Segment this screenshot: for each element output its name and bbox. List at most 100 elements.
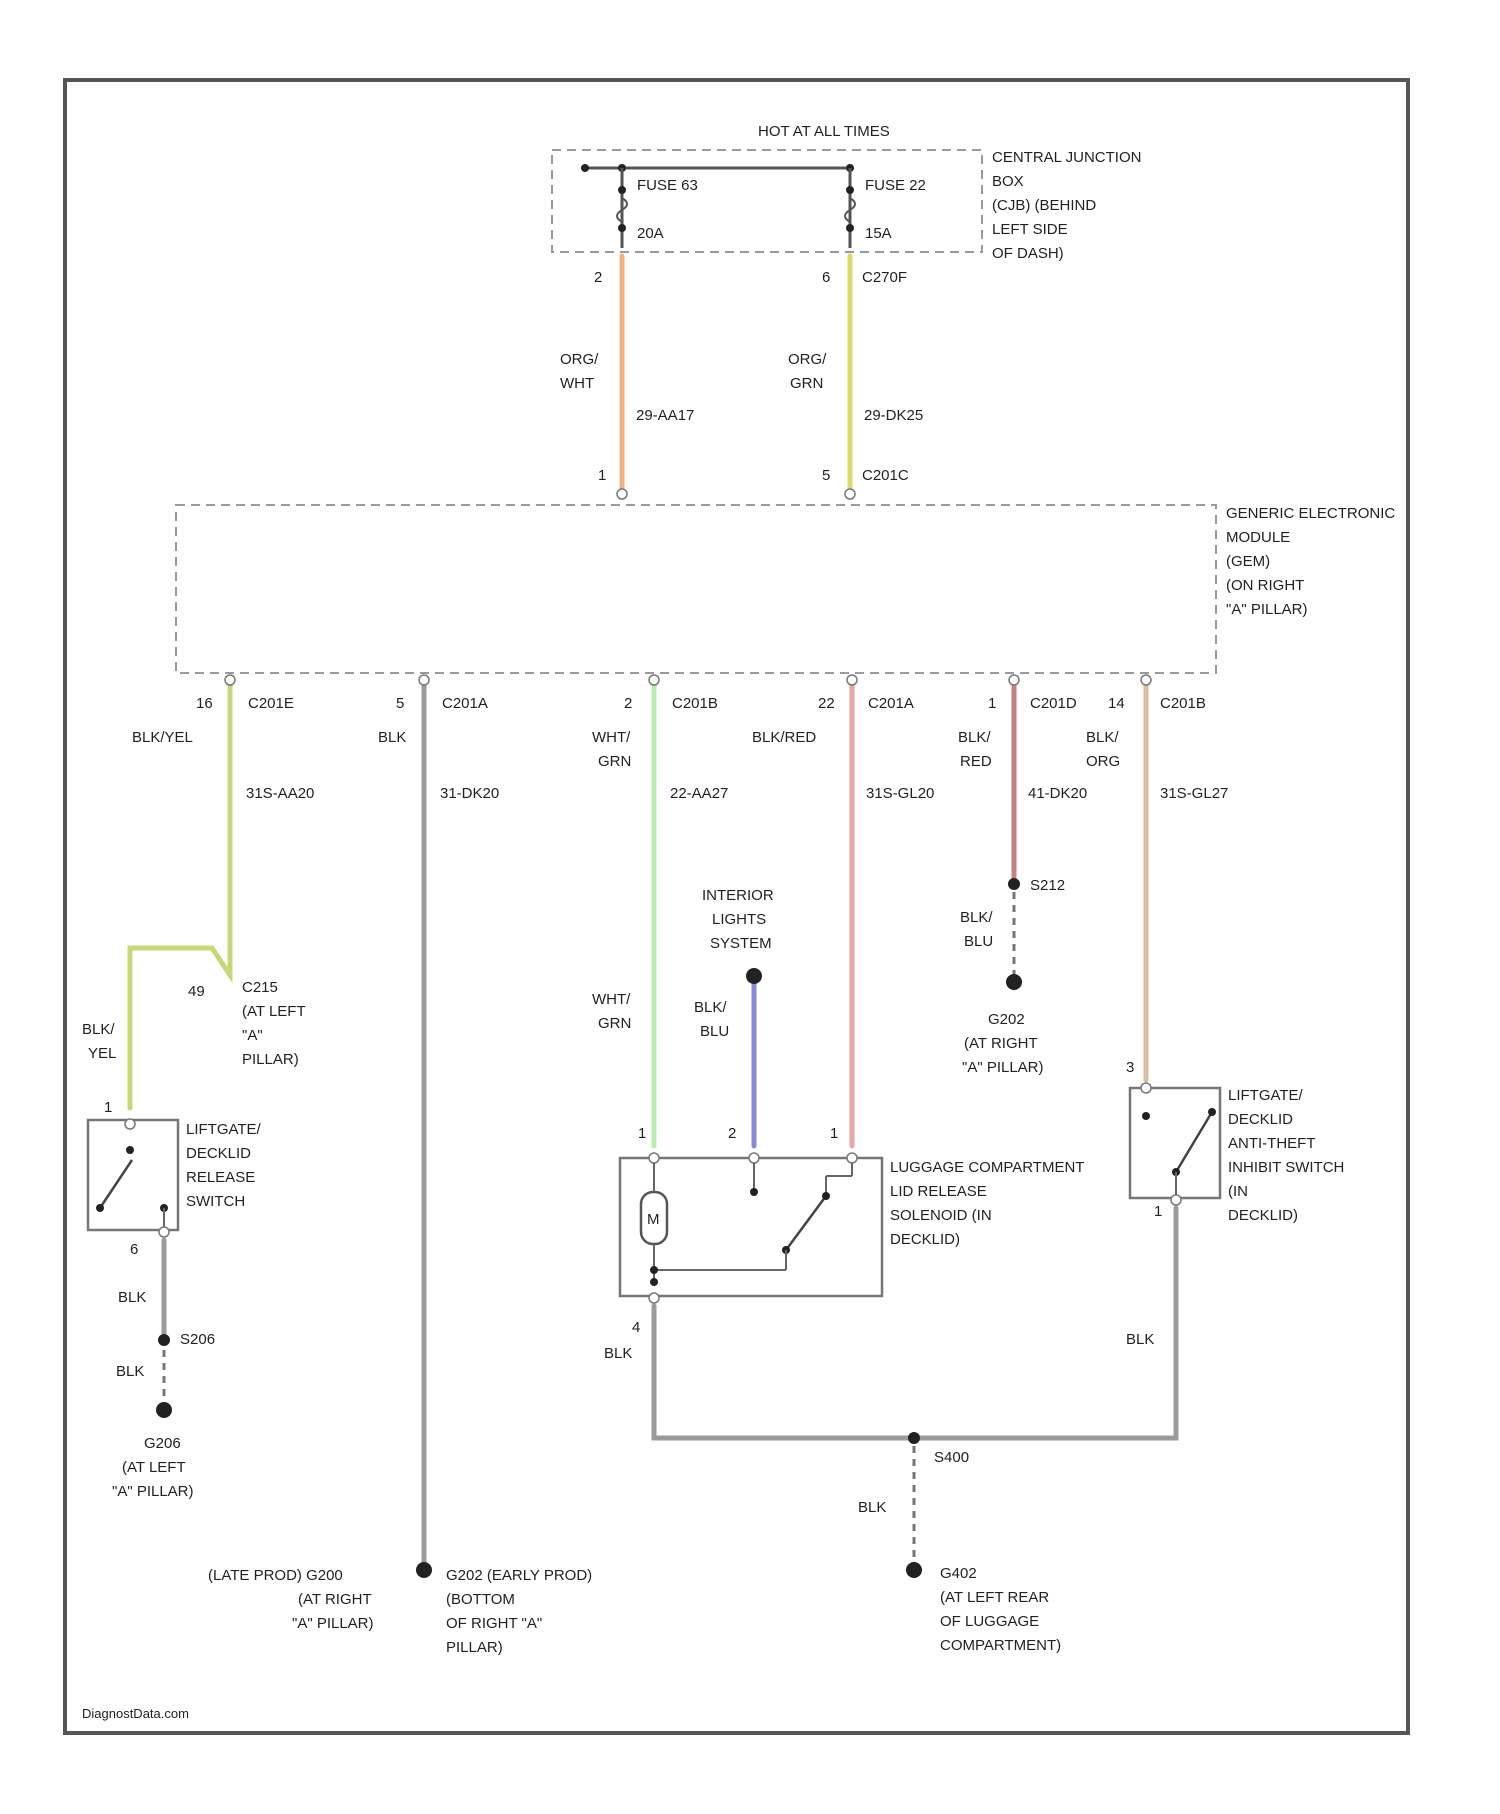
feed-2-connector: C201C — [862, 467, 909, 484]
out-5-connector: C201D — [1030, 695, 1077, 712]
antitheft-name-3: ANTI-THEFT — [1228, 1135, 1316, 1152]
out-3-color-2: GRN — [598, 753, 631, 770]
out-3-connector: C201B — [672, 695, 718, 712]
out-1-pin: 16 — [196, 695, 213, 712]
solenoid-motor-label: M — [647, 1211, 660, 1228]
liftgate-antitheft-inhibit-switch: 3 1 LIFTGATE/ DECKLID ANTI-THEFT INHIBIT… — [1126, 1059, 1344, 1224]
right-splice-wire-2: BLU — [964, 933, 993, 950]
center-ground-right-1: G202 (EARLY PROD) — [446, 1567, 592, 1584]
out-6-pin: 14 — [1108, 695, 1125, 712]
left-ground-circuit: BLK S206 BLK G206 (AT LEFT "A" PILLAR) — [112, 1240, 215, 1500]
interior-lights-line-3: SYSTEM — [710, 935, 772, 952]
feed-1-circuit: 29-AA17 — [636, 407, 694, 424]
out-6-circuit: 31S-GL27 — [1160, 785, 1228, 802]
antitheft-name-2: DECKLID — [1228, 1111, 1293, 1128]
solenoid-name-3: SOLENOID (IN — [890, 1207, 992, 1224]
cjb-name-line-3: (CJB) (BEHIND — [992, 197, 1096, 214]
cjb-name-line-2: BOX — [992, 173, 1024, 190]
antitheft-name-1: LIFTGATE/ — [1228, 1087, 1304, 1104]
rear-ground-wire-down: BLK — [858, 1499, 886, 1516]
feed-2-pin: 5 — [822, 467, 830, 484]
release-switch-pin-bottom: 6 — [130, 1241, 138, 1258]
out-5-pin: 1 — [988, 695, 996, 712]
left-ground-line-1: G206 — [144, 1435, 181, 1452]
out-2-circuit: 31-DK20 — [440, 785, 499, 802]
center-ground-right-3: OF RIGHT "A" — [446, 1615, 542, 1632]
fuse-22-rating: 15A — [865, 225, 892, 242]
feed-2-color-line-2: GRN — [790, 375, 823, 392]
cjb-name-line-5: OF DASH) — [992, 245, 1064, 262]
solenoid-pin-1: 1 — [638, 1125, 646, 1142]
center-ground-left-1: (LATE PROD) G200 — [208, 1567, 343, 1584]
out-4-color: BLK/RED — [752, 729, 816, 746]
diagram-frame — [65, 80, 1408, 1733]
antitheft-pin-top: 3 — [1126, 1059, 1134, 1076]
c215-wire-color-2: YEL — [88, 1045, 116, 1062]
out-5-color-1: BLK/ — [958, 729, 991, 746]
release-switch-name-1: LIFTGATE/ — [186, 1121, 262, 1138]
feed-wire-1: 2 ORG/ WHT 29-AA17 1 — [560, 256, 694, 488]
out-3-pin: 2 — [624, 695, 632, 712]
center-ground-left-2: (AT RIGHT — [298, 1591, 372, 1608]
out-1-color: BLK/YEL — [132, 729, 193, 746]
out-6-color-2: ORG — [1086, 753, 1120, 770]
left-ground-line-2: (AT LEFT — [122, 1459, 186, 1476]
out-6-color-1: BLK/ — [1086, 729, 1119, 746]
c215-pin: 49 — [188, 983, 205, 1000]
c215-line-3: "A" — [242, 1027, 263, 1044]
interior-lights-wire-2: BLU — [700, 1023, 729, 1040]
center-ground-right-2: (BOTTOM — [446, 1591, 515, 1608]
cjb-name-line-1: CENTRAL JUNCTION — [992, 149, 1141, 166]
out-5-circuit: 41-DK20 — [1028, 785, 1087, 802]
release-switch-pin-top: 1 — [104, 1099, 112, 1116]
left-ground-wire-1: BLK — [118, 1289, 146, 1306]
central-junction-box: FUSE 63 20A FUSE 22 15A CENTRAL JUNCTION… — [552, 149, 1141, 262]
solenoid-name-1: LUGGAGE COMPARTMENT — [890, 1159, 1084, 1176]
out-3-color-1: WHT/ — [592, 729, 631, 746]
out-2-color: BLK — [378, 729, 406, 746]
right-ground-line-3: "A" PILLAR) — [962, 1059, 1044, 1076]
c215-wire-color-1: BLK/ — [82, 1021, 115, 1038]
out-4-circuit: 31S-GL20 — [866, 785, 934, 802]
antitheft-pin-bottom: 1 — [1154, 1203, 1162, 1220]
out-2-connector: C201A — [442, 695, 488, 712]
fuse-22-label: FUSE 22 — [865, 177, 926, 194]
rear-ground-line-4: COMPARTMENT) — [940, 1637, 1061, 1654]
release-switch-name-3: RELEASE — [186, 1169, 255, 1186]
feed-2-color-line-1: ORG/ — [788, 351, 827, 368]
solenoid-name-2: LID RELEASE — [890, 1183, 987, 1200]
gem-name-line-2: MODULE — [1226, 529, 1290, 546]
interior-lights-feed: INTERIOR LIGHTS SYSTEM BLK/ BLU — [694, 887, 774, 1146]
right-ground-line-1: G202 — [988, 1011, 1025, 1028]
antitheft-name-4: INHIBIT SWITCH — [1228, 1159, 1344, 1176]
solenoid-left-wire-2: GRN — [598, 1015, 631, 1032]
center-ground-right-4: PILLAR) — [446, 1639, 503, 1656]
solenoid-pin-2: 2 — [728, 1125, 736, 1142]
interior-lights-line-1: INTERIOR — [702, 887, 774, 904]
c215-line-4: PILLAR) — [242, 1051, 299, 1068]
feed-1-color-line-2: WHT — [560, 375, 594, 392]
feed-1-pin: 1 — [598, 467, 606, 484]
left-ground-wire-2: BLK — [116, 1363, 144, 1380]
c215-line-2: (AT LEFT — [242, 1003, 306, 1020]
solenoid-left-wire-1: WHT/ — [592, 991, 631, 1008]
rear-ground-line-1: G402 — [940, 1565, 977, 1582]
gem-name-line-5: "A" PILLAR) — [1226, 601, 1308, 618]
power-label: HOT AT ALL TIMES — [758, 123, 890, 140]
interior-lights-line-2: LIGHTS — [712, 911, 766, 928]
fuse-22-connector: C270F — [862, 269, 907, 286]
feed-wire-2: 6 C270F ORG/ GRN 29-DK25 5 C201C — [788, 256, 923, 488]
watermark: DiagnostData.com — [82, 1706, 189, 1721]
center-ground-left-3: "A" PILLAR) — [292, 1615, 374, 1632]
fuse-63-pin: 2 — [594, 269, 602, 286]
rear-ground-wire-right: BLK — [1126, 1331, 1154, 1348]
generic-electronic-module: GENERIC ELECTRONIC MODULE (GEM) (ON RIGH… — [176, 505, 1395, 673]
rear-ground-circuit: BLK BLK S400 BLK G402 (AT LEFT REAR OF L… — [604, 1208, 1176, 1654]
gem-output-3: 2 C201B WHT/ GRN 22-AA27 WHT/ GRN — [592, 686, 728, 1146]
gem-name-line-3: (GEM) — [1226, 553, 1270, 570]
antitheft-name-5: (IN — [1228, 1183, 1248, 1200]
left-ground-line-3: "A" PILLAR) — [112, 1483, 194, 1500]
solenoid-name-4: DECKLID) — [890, 1231, 960, 1248]
right-splice-label: S212 — [1030, 877, 1065, 894]
